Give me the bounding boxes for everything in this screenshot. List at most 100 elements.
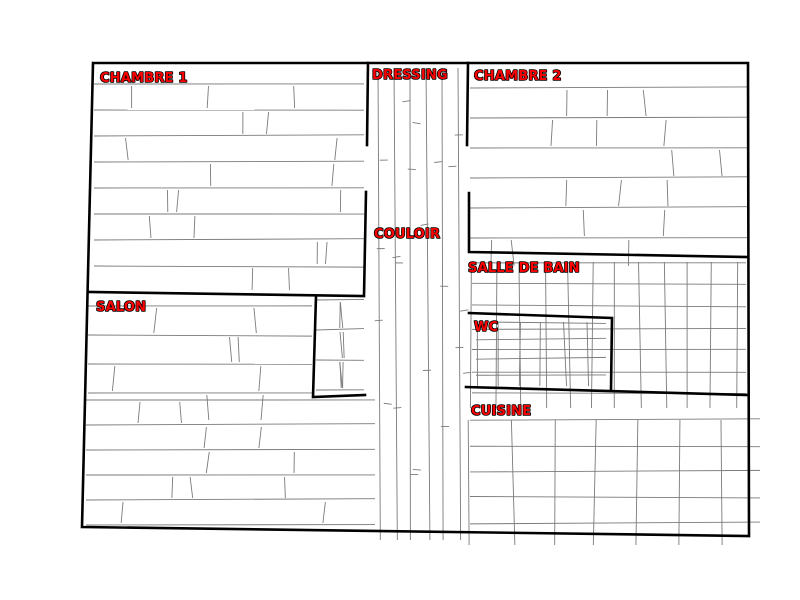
salon-plank-joint — [153, 307, 158, 334]
chambre1-plank-joint — [266, 111, 269, 135]
chambre1-plank-joint — [193, 215, 196, 239]
label-cuisine: CUISINE — [471, 404, 531, 419]
chambre1-plank-joint — [125, 137, 129, 161]
salon-plank-joint — [111, 365, 116, 392]
salon-closet-plank-joint — [339, 361, 342, 389]
label-wc: WC — [474, 320, 498, 335]
chambre2-plank-joint — [719, 149, 723, 177]
salle-de-bain-tile-v — [567, 261, 572, 409]
label-chambre-1: CHAMBRE 1 — [100, 71, 188, 86]
chambre2-plank-joint — [565, 179, 568, 207]
floor-textures — [85, 67, 761, 546]
salon-plank-joint — [120, 501, 124, 524]
chambre1-plank-joint — [334, 137, 338, 161]
salle-de-bain-tile-h — [471, 282, 747, 285]
wall-cuisine-top — [464, 385, 750, 397]
wall-wc — [467, 311, 614, 392]
chambre1-plank-line — [93, 265, 365, 268]
salon-closet-plank-joint — [342, 331, 345, 359]
wall-chambre1-right-lower — [87, 190, 368, 298]
couloir-plank-line — [377, 67, 381, 541]
salon-plank-joint — [322, 501, 326, 524]
chambre1-plank-joint — [148, 215, 152, 239]
chambre2-plank-joint — [642, 89, 647, 117]
chambre1-plank-line — [93, 238, 365, 241]
salon-closet-plank-joint — [339, 301, 344, 329]
couloir-plank-joint — [460, 309, 469, 312]
salon-plank-line — [85, 423, 376, 426]
salle-de-bain-tile-v — [545, 261, 548, 409]
chambre2-plank-joint — [582, 209, 585, 237]
salon-plank-joint — [179, 401, 182, 424]
salon-plank-joint — [205, 451, 210, 474]
couloir-plank-joint — [374, 319, 383, 322]
couloir-plank-joint — [412, 122, 421, 125]
couloir-plank-joint — [383, 402, 392, 405]
salle-de-bain-tile-v — [495, 261, 498, 409]
salon-plank-joint — [203, 426, 207, 449]
wc-tile-h — [475, 356, 607, 360]
couloir-plank-joint — [434, 161, 443, 163]
label-couloir: COULOIR — [374, 227, 440, 242]
salle-de-bain-tile-v — [736, 261, 739, 409]
salle-de-bain-tile-h — [471, 304, 747, 308]
couloir-plank-line — [457, 67, 462, 541]
label-dressing: DRESSING — [372, 68, 448, 83]
salon-plank-joint — [189, 476, 194, 499]
cuisine-tile-h — [469, 469, 761, 473]
chambre1-plank-joint — [251, 267, 254, 291]
salon-plank-joint — [171, 476, 174, 499]
cuisine-tile-v — [635, 419, 639, 546]
salle-de-bain-tile-v — [638, 261, 642, 409]
label-chambre-2: CHAMBRE 2 — [474, 69, 562, 84]
chambre1-plank-line — [93, 134, 365, 137]
couloir-plank-joint — [402, 100, 411, 103]
salon-plank-joint — [229, 336, 233, 363]
wc-tile-h — [475, 321, 607, 324]
salon-closet-plank-line — [315, 298, 365, 301]
cuisine-tile-v — [720, 419, 723, 546]
salon-plank-line — [85, 448, 376, 451]
chambre2-plank-joint — [663, 119, 667, 147]
cuisine-tile-h — [469, 521, 761, 525]
wall-chambre2-left-upper — [465, 61, 470, 147]
wc-tile-h — [475, 337, 607, 341]
chambre2-plank-line — [469, 176, 748, 179]
outer-wall — [80, 61, 751, 538]
couloir-plank-line — [393, 67, 398, 541]
cuisine-tile-h — [469, 496, 761, 499]
salon-closet-plank-line — [315, 328, 365, 331]
chambre2-plank-line — [469, 116, 748, 119]
cuisine-tile-v — [678, 419, 681, 546]
wall-chambre1-right-upper — [365, 61, 370, 147]
chambre1-plank-joint — [293, 85, 296, 109]
chambre1-plank-line — [93, 160, 365, 163]
chambre2-plank-joint — [671, 149, 675, 177]
couloir-plank-joint — [412, 468, 421, 471]
salle-de-bain-tile-v — [591, 261, 594, 409]
salon-plank-line — [85, 498, 376, 501]
salon-plank-line — [87, 334, 313, 337]
chambre1-plank-joint — [176, 189, 180, 213]
salon-plank-joint — [237, 336, 240, 363]
cuisine-tile-h — [469, 418, 761, 421]
chambre2-plank-joint — [618, 179, 622, 207]
salon-plank-joint — [258, 365, 262, 392]
salon-plank-joint — [253, 307, 257, 334]
couloir-plank-joint — [420, 223, 429, 226]
salle-de-bain-tile-h — [471, 327, 747, 330]
salon-plank-joint — [260, 394, 264, 421]
couloir-plank-joint — [392, 255, 401, 259]
couloir-plank-line — [425, 67, 431, 541]
chambre1-plank-joint — [325, 241, 328, 265]
label-salle-de-bain: SALLE DE BAIN — [468, 261, 580, 276]
wc-tile-v — [586, 321, 589, 387]
salon-plank-joint — [137, 401, 141, 424]
chambre1-plank-joint — [206, 85, 209, 109]
salon-closet-plank-joint — [342, 361, 344, 389]
cuisine-tile-v — [592, 419, 597, 546]
salon-plank-joint — [284, 476, 286, 499]
wall-chambre2-left-lower — [467, 191, 750, 259]
salon-plank-joint — [206, 394, 210, 421]
